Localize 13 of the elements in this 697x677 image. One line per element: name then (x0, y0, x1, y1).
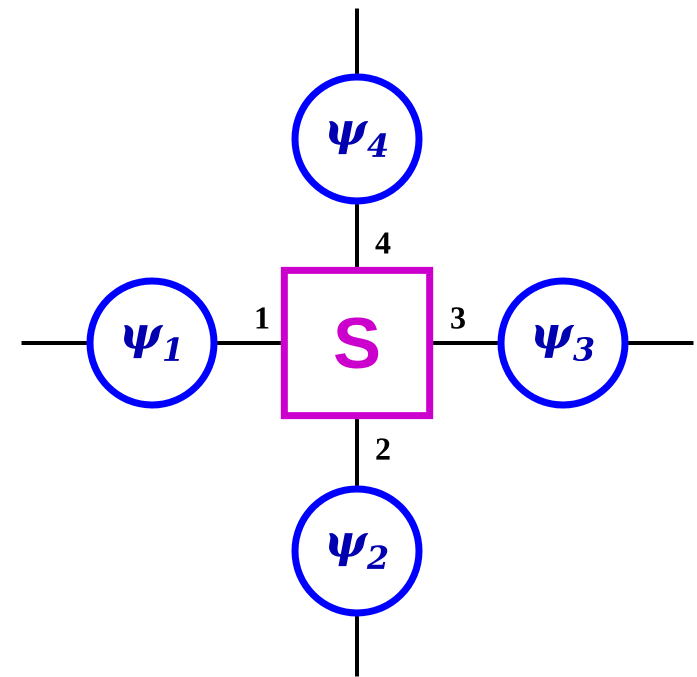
port-number: 4 (375, 232, 390, 254)
port-number: 1 (256, 307, 268, 329)
connector-line (433, 341, 498, 345)
connector-line (22, 341, 86, 345)
connector-line (355, 419, 359, 486)
connector-line (355, 8, 359, 74)
port-number: 2 (376, 438, 390, 460)
connector-line (218, 341, 281, 345)
connector-line (355, 616, 359, 676)
connector-line (355, 204, 359, 267)
scattering-box: S (280, 266, 434, 420)
port-number: 3 (451, 307, 465, 329)
connector-line (628, 341, 694, 345)
